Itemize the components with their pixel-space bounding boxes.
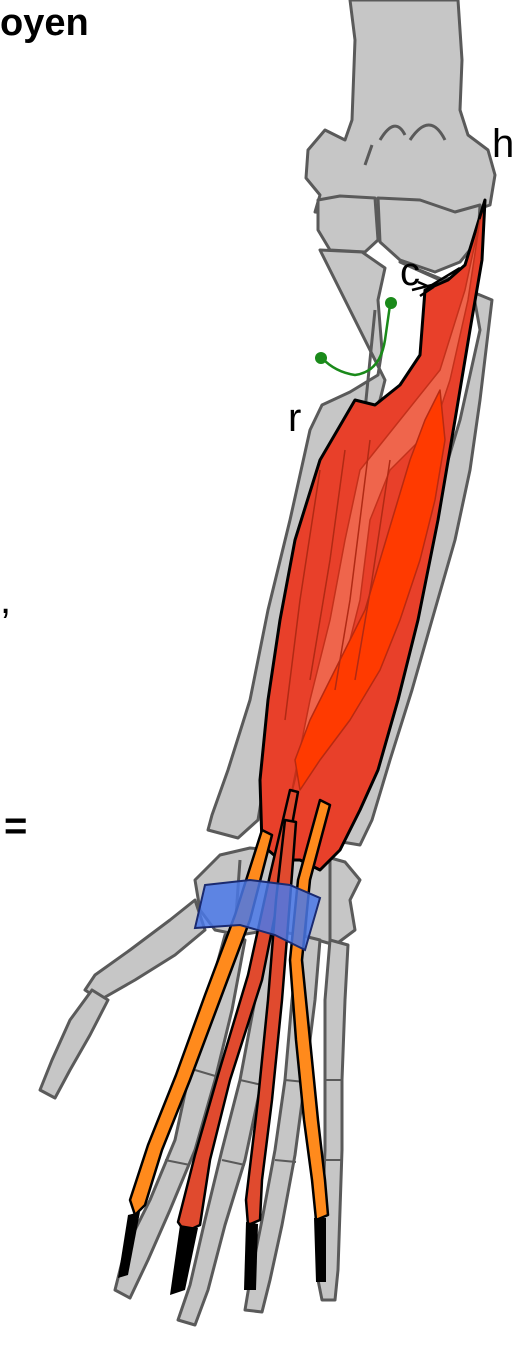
elbow-bone-left <box>318 196 378 252</box>
tendon-tip-3 <box>244 1222 258 1290</box>
thumb-metacarpal <box>85 900 205 1000</box>
nerve-endpoint-right <box>385 297 397 309</box>
label-c: c <box>400 252 420 292</box>
tendon-tip-4 <box>314 1218 326 1282</box>
humerus-bone <box>306 0 495 218</box>
label-h: h <box>492 124 514 164</box>
label-r: r <box>288 398 301 438</box>
side-fragment-comma: , <box>0 580 11 620</box>
thumb-phalanx <box>40 990 108 1098</box>
title-fragment: oyen <box>0 4 89 42</box>
nerve-endpoint-left <box>315 352 327 364</box>
side-fragment-equals: = <box>4 806 27 846</box>
